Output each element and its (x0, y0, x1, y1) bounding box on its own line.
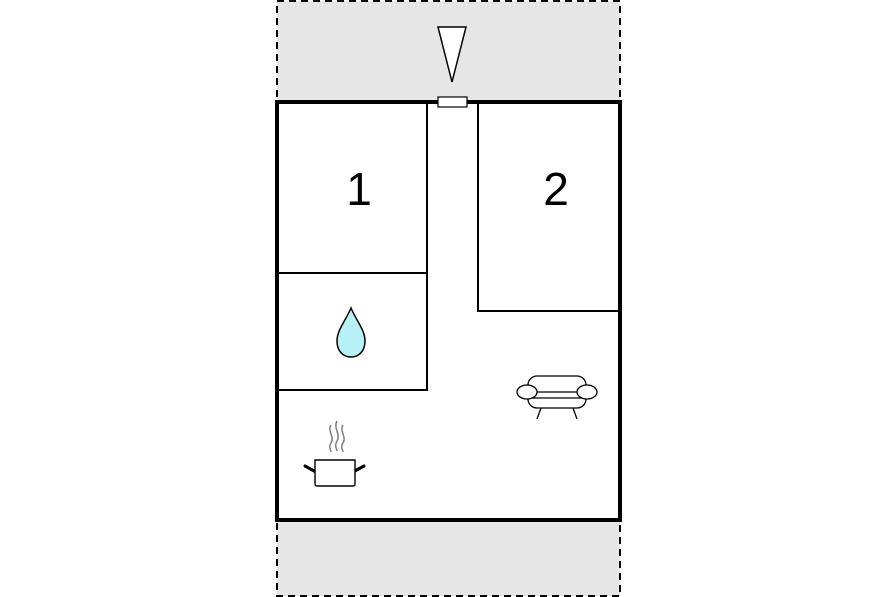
cooking-pot-icon (303, 420, 366, 487)
outdoor-area-bottom (276, 519, 621, 597)
entrance-door (437, 96, 468, 108)
entrance-arrow-icon (437, 26, 467, 83)
sofa-icon (516, 375, 598, 420)
room-2-label: 2 (543, 163, 569, 215)
room-1-label: 1 (346, 163, 372, 215)
water-drop-icon (336, 306, 366, 358)
